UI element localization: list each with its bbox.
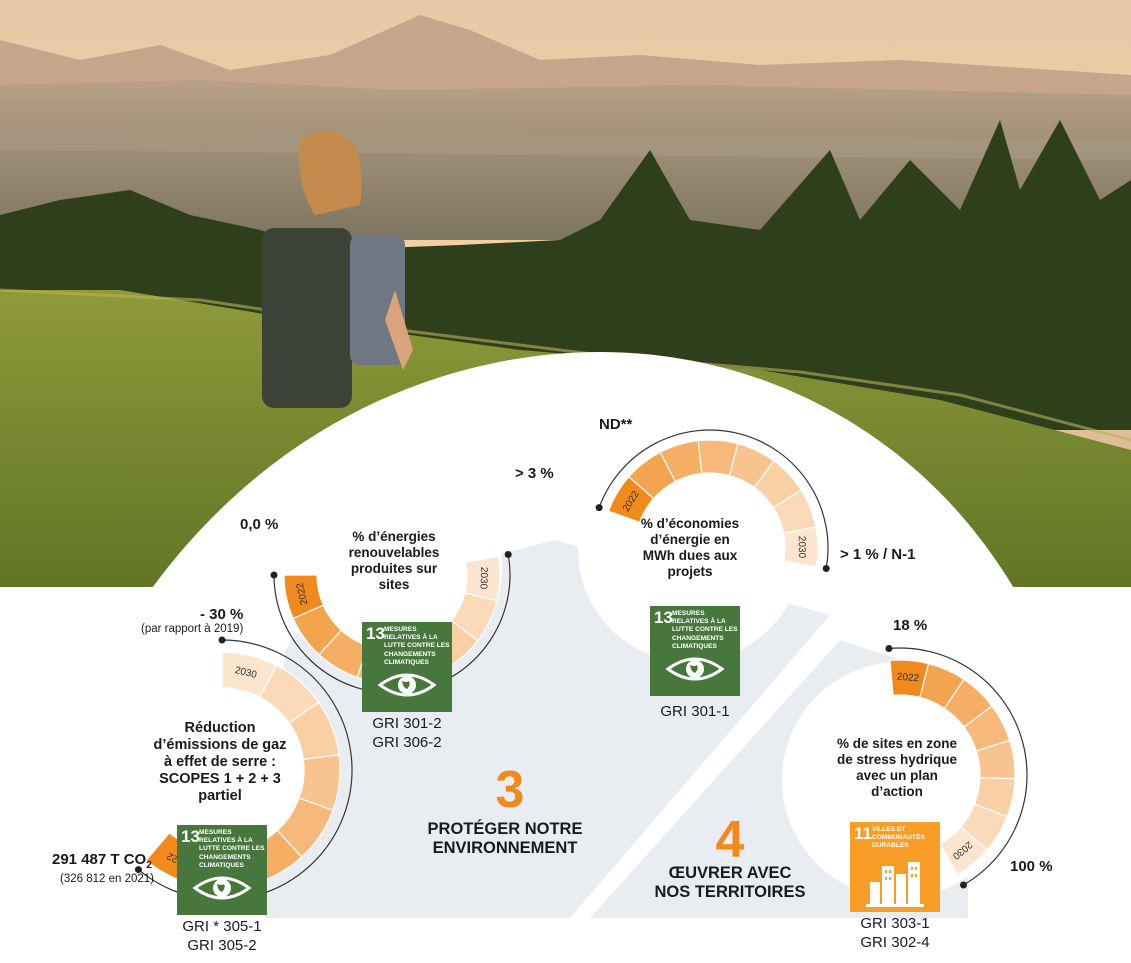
section-3-title-line1: PROTÉGER NOTRE xyxy=(427,820,583,838)
gri-ref: GRI 303-1 xyxy=(860,915,930,932)
sdg-11-number: 11 xyxy=(854,824,872,843)
gauge-1-value: 291 487 T CO2 xyxy=(52,851,152,871)
gauge-3-end-dot xyxy=(822,564,830,572)
section-3-title-line2: ENVIRONNEMENT xyxy=(432,838,578,857)
gauge-3-start-dot xyxy=(595,504,603,512)
gri-ref: GRI 305-2 xyxy=(187,936,257,954)
gauge-2-end-year: 2030 xyxy=(477,567,489,590)
gauge-1-segment xyxy=(221,651,278,699)
gauge-disc-1 xyxy=(105,653,335,883)
gauge-1-end-dot xyxy=(218,636,226,644)
gauge-4-track-line xyxy=(888,647,1028,886)
sdg-13-text: MESURES RELATIVES À LA LUTTE CONTRE LES … xyxy=(672,610,738,650)
gauge-3-label: % d’économies d’énergie en MWh dues aux … xyxy=(640,516,740,579)
gauge-2-gri: GRI 301-2 GRI 306-2 xyxy=(357,715,457,753)
gauge-2-label: % d’énergies renouvelables produites sur… xyxy=(348,529,440,592)
city-buildings-icon xyxy=(866,862,924,907)
eye-earth-icon xyxy=(665,657,725,681)
gri-ref: GRI 302-4 xyxy=(860,933,930,951)
gauge-4-segment xyxy=(939,826,989,876)
section-4-number: 4 xyxy=(715,811,745,869)
gauge-3-track-line xyxy=(598,429,829,569)
gauge-4-value: 18 % xyxy=(893,617,928,634)
sdg-13-number: 13 xyxy=(181,827,200,846)
gauge-2-start-dot xyxy=(270,571,278,579)
sdg-13-text: MESURES RELATIVES À LA LUTTE CONTRE LES … xyxy=(384,626,450,666)
sdg-11-badge: 11 VILLES ET COMMUNAUTÉS DURABLES xyxy=(850,822,940,912)
gri-ref: GRI 301-2 xyxy=(372,715,442,732)
section-4-title: ŒUVRER AVEC NOS TERRITOIRES xyxy=(630,864,830,902)
gauge-4-label: % de sites en zone de stress hydrique av… xyxy=(836,736,958,799)
gauge-1-value-note: (326 812 en 2021) xyxy=(60,873,154,885)
gauge-2-end-dot xyxy=(504,551,512,559)
eye-earth-icon xyxy=(377,673,437,697)
gauge-3-gri: GRI 301-1 xyxy=(645,703,745,722)
gauge-4-start-dot xyxy=(885,644,893,652)
gauge-4-gri: GRI 303-1 GRI 302-4 xyxy=(845,915,945,953)
gauge-4-start-year: 2022 xyxy=(896,672,920,685)
gauge-2-value: 0,0 % xyxy=(240,516,279,533)
gauge-4-end-dot xyxy=(960,881,967,889)
gauge-2-segment xyxy=(464,555,501,602)
sdg-11-text: VILLES ET COMMUNAUTÉS DURABLES xyxy=(872,826,925,850)
section-3-title: PROTÉGER NOTRE ENVIRONNEMENT xyxy=(400,820,610,858)
gauge-3-value: ND** xyxy=(599,416,633,433)
gauge-4-target: 100 % xyxy=(1010,858,1053,875)
gauge-1-label: Réduction d’émissions de gaz à effet de … xyxy=(153,720,287,805)
section-4-title-line2: NOS TERRITOIRES xyxy=(654,882,806,901)
gauge-1-start-dot xyxy=(134,866,142,874)
section-3-number: 3 xyxy=(495,761,525,819)
gauge-2-target: > 3 % xyxy=(515,465,554,482)
section-4-title-line1: ŒUVRER AVEC xyxy=(668,864,792,882)
eye-earth-icon xyxy=(192,876,252,900)
gauge-1-gri: GRI * 305-1 GRI 305-2 xyxy=(172,918,272,956)
sdg-13-badge-1: 13 MESURES RELATIVES À LA LUTTE CONTRE L… xyxy=(177,825,267,915)
sdg-13-text: MESURES RELATIVES À LA LUTTE CONTRE LES … xyxy=(199,829,265,869)
sdg-13-number: 13 xyxy=(366,624,385,643)
gauge-2-start-year: 2022 xyxy=(295,581,310,605)
gauge-3-segment xyxy=(782,526,819,568)
sdg-13-badge-2: 13 MESURES RELATIVES À LA LUTTE CONTRE L… xyxy=(362,622,452,712)
gauge-1-target: - 30 % xyxy=(200,606,244,623)
gauge-3-end-year: 2030 xyxy=(796,536,807,559)
gauge-1-end-year: 2030 xyxy=(234,665,259,681)
gri-ref: GRI * 305-1 xyxy=(182,918,262,935)
sdg-13-number: 13 xyxy=(654,608,673,627)
sdg-13-badge-3: 13 MESURES RELATIVES À LA LUTTE CONTRE L… xyxy=(650,606,740,696)
gri-ref: GRI 301-1 xyxy=(660,703,730,720)
gri-ref: GRI 306-2 xyxy=(372,733,442,751)
gauge-3-target: > 1 % / N-1 xyxy=(840,546,916,563)
gauge-1-target-note: (par rapport à 2019) xyxy=(141,623,244,635)
